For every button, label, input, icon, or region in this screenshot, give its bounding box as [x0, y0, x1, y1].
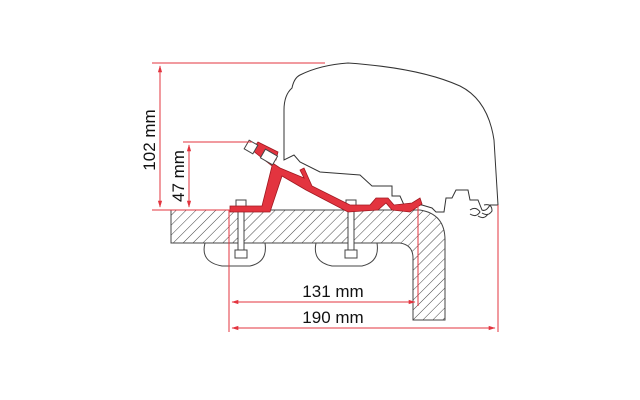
label-131-mm: 131 mm: [302, 282, 363, 301]
awning-end-detail: [469, 204, 493, 219]
awning-cassette: [283, 62, 499, 213]
label-47-mm: 47 mm: [169, 150, 188, 202]
top-bolt: [243, 139, 279, 166]
label-190-mm: 190 mm: [302, 308, 363, 327]
adapter-bracket: [229, 141, 423, 213]
label-102-mm: 102 mm: [140, 109, 159, 170]
roof-section: [170, 209, 446, 321]
